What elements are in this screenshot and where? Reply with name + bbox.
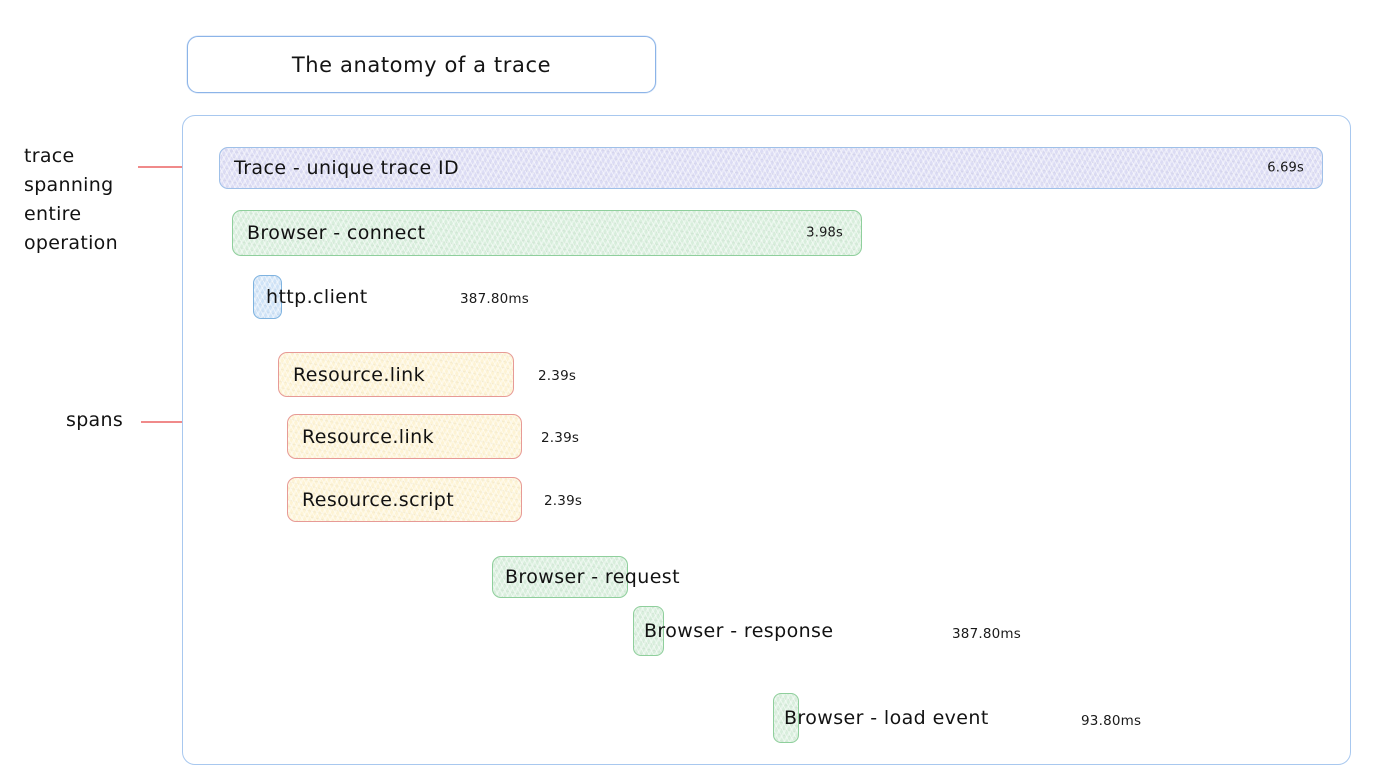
span-duration: 387.80ms <box>952 626 1022 642</box>
span-label: Resource.script <box>302 488 455 511</box>
span-bar-resource-script[interactable]: Resource.script <box>287 477 522 522</box>
span-bar-resource-link-2[interactable]: Resource.link <box>287 414 522 459</box>
span-label: Browser - connect <box>247 222 426 244</box>
span-label: http.client <box>266 286 368 308</box>
span-label: Browser - request <box>505 566 680 588</box>
span-duration: 387.80ms <box>460 291 530 307</box>
span-duration: 3.98s <box>806 225 843 241</box>
span-duration: 93.80ms <box>1081 713 1142 729</box>
page-title: The anatomy of a trace <box>291 52 552 77</box>
span-duration: 2.39s <box>538 368 577 384</box>
trace-container: Trace - unique trace ID 6.69s Browser - … <box>182 115 1351 765</box>
annotation-trace-leader <box>138 166 202 168</box>
span-duration: 6.69s <box>1267 160 1304 176</box>
span-label: Resource.link <box>302 425 434 448</box>
span-bar-resource-link-1[interactable]: Resource.link <box>278 352 514 397</box>
span-label: Resource.link <box>293 363 425 386</box>
span-bar-browser-connect[interactable]: Browser - connect 3.98s <box>232 210 862 256</box>
span-bar-trace[interactable]: Trace - unique trace ID 6.69s <box>219 147 1323 189</box>
annotation-spans-label: spans <box>66 409 124 431</box>
annotation-trace-label: trace spanning entire operation <box>24 145 118 254</box>
span-duration: 2.39s <box>541 430 580 446</box>
span-label: Trace - unique trace ID <box>234 157 460 179</box>
title-card: The anatomy of a trace <box>187 36 656 93</box>
span-label: Browser - load event <box>784 707 989 729</box>
span-duration: 2.39s <box>544 493 583 509</box>
annotation-spans-leader <box>141 421 211 423</box>
span-label: Browser - response <box>644 620 834 642</box>
